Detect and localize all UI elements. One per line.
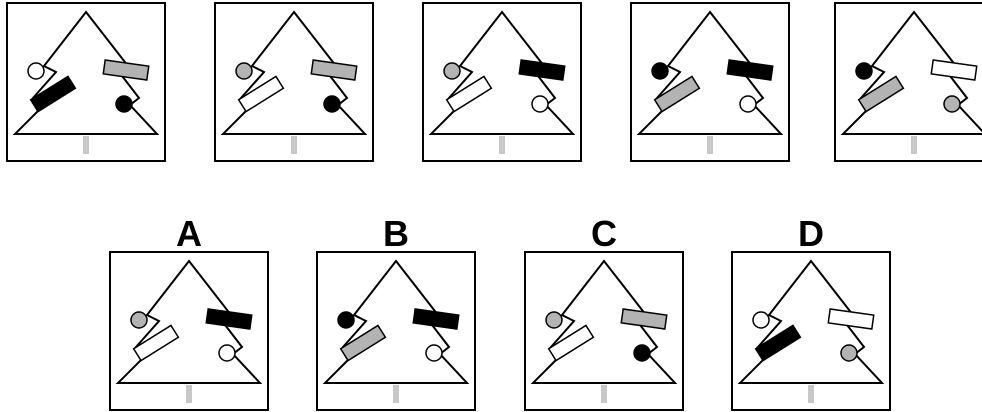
tree-figure xyxy=(524,251,684,411)
circle-left xyxy=(338,312,354,328)
circle-left xyxy=(753,312,769,328)
circle-left xyxy=(236,63,252,79)
option-label-b: B xyxy=(366,216,426,252)
tree-figure xyxy=(422,2,582,162)
tree-trunk xyxy=(707,136,713,154)
tree-figure xyxy=(630,2,790,162)
circle-right xyxy=(426,345,442,361)
option-label-c: C xyxy=(574,216,634,252)
circle-left xyxy=(131,312,147,328)
tree-trunk xyxy=(186,385,192,403)
circle-left xyxy=(652,63,668,79)
sequence-panel-5 xyxy=(834,2,982,162)
sequence-panel-3 xyxy=(422,2,582,162)
answer-option-a xyxy=(109,251,269,411)
answer-option-c xyxy=(524,251,684,411)
circle-left xyxy=(856,63,872,79)
tree-figure xyxy=(316,251,476,411)
tree-trunk xyxy=(83,136,89,154)
answer-option-b xyxy=(316,251,476,411)
circle-right xyxy=(219,345,235,361)
circle-left xyxy=(28,63,44,79)
circle-right xyxy=(634,345,650,361)
tree-trunk xyxy=(911,136,917,154)
tree-trunk xyxy=(601,385,607,403)
tree-trunk xyxy=(808,385,814,403)
sequence-panel-4 xyxy=(630,2,790,162)
sequence-panel-1 xyxy=(6,2,166,162)
tree-figure xyxy=(109,251,269,411)
tree-figure xyxy=(6,2,166,162)
tree-trunk xyxy=(291,136,297,154)
circle-left xyxy=(444,63,460,79)
option-label-d: D xyxy=(781,216,841,252)
circle-left xyxy=(546,312,562,328)
circle-right xyxy=(532,96,548,112)
circle-right xyxy=(841,345,857,361)
circle-right xyxy=(740,96,756,112)
tree-trunk xyxy=(499,136,505,154)
tree-figure xyxy=(214,2,374,162)
sequence-panel-2 xyxy=(214,2,374,162)
answer-option-d xyxy=(731,251,891,411)
option-label-a: A xyxy=(159,216,219,252)
circle-right xyxy=(324,96,340,112)
circle-right xyxy=(944,96,960,112)
tree-figure xyxy=(731,251,891,411)
circle-right xyxy=(116,96,132,112)
tree-trunk xyxy=(393,385,399,403)
tree-figure xyxy=(834,2,982,162)
